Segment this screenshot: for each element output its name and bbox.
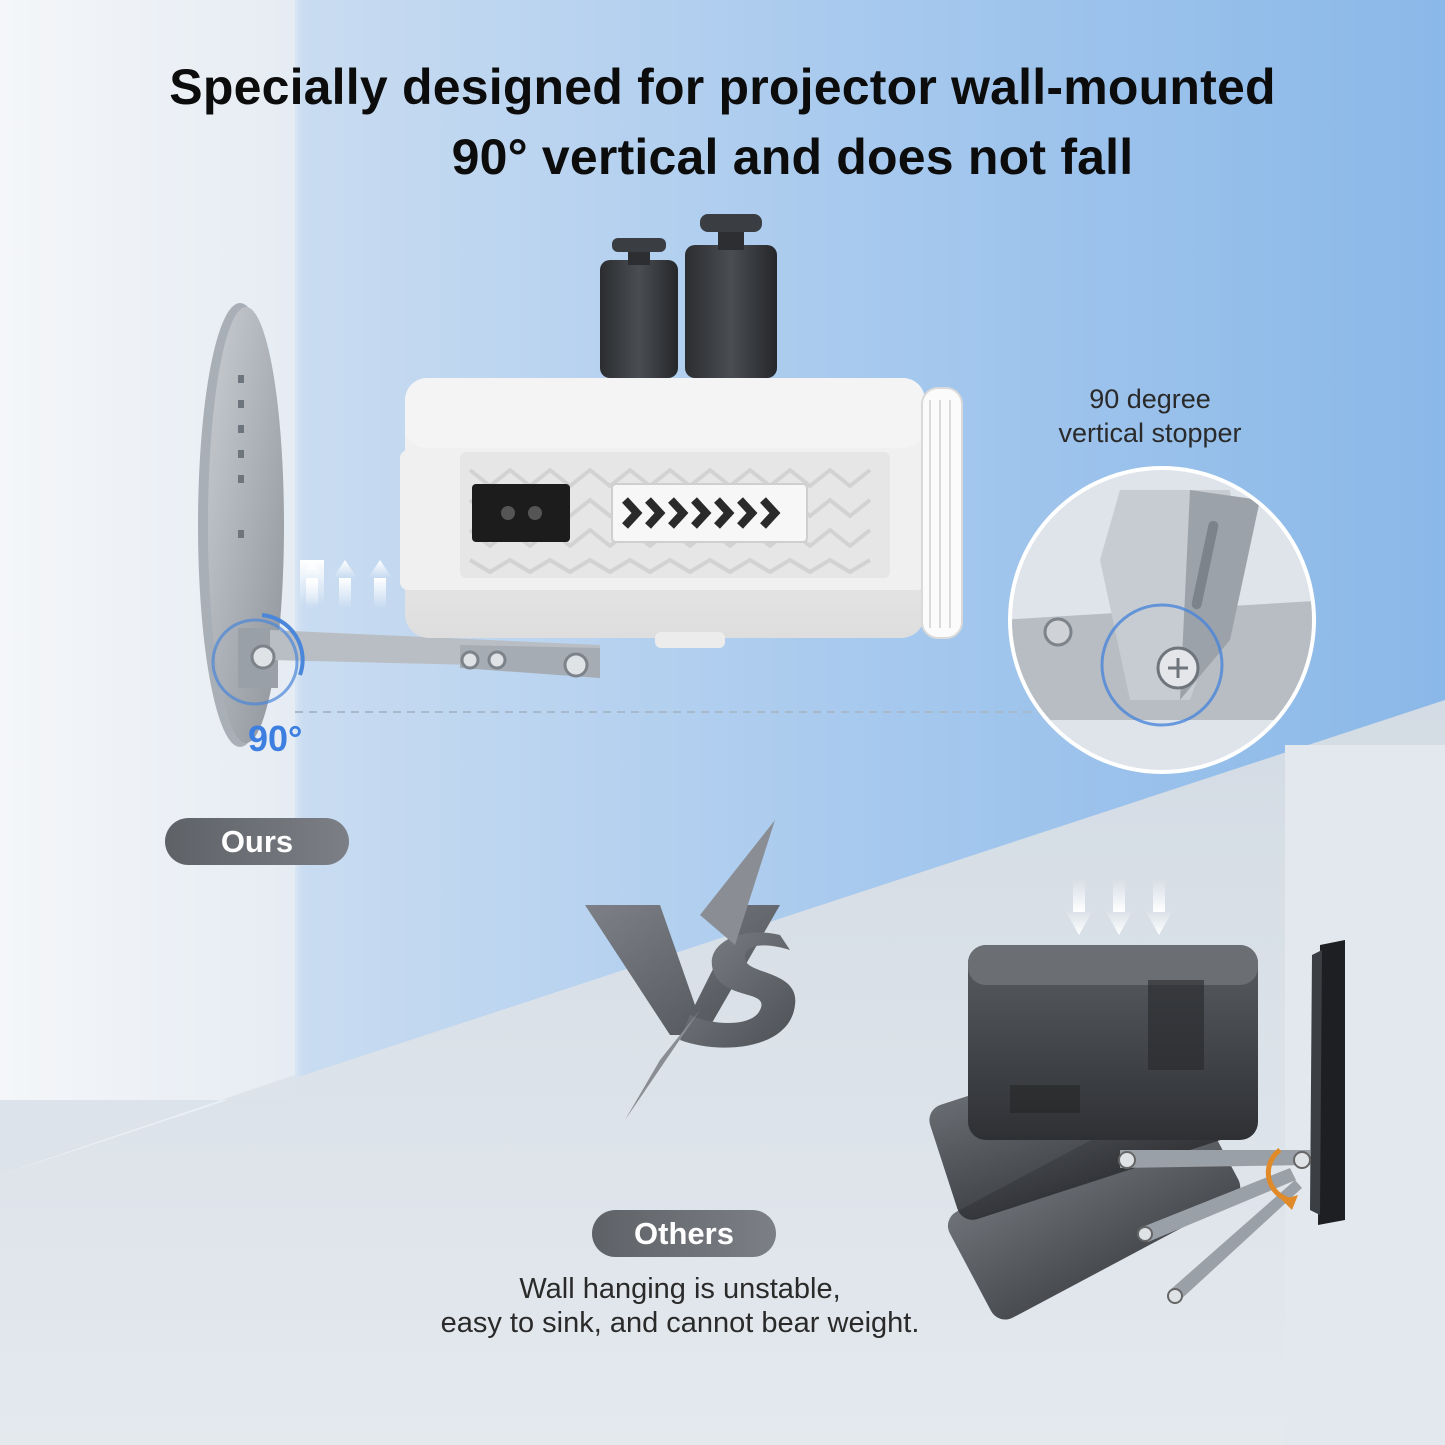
dark-projector-top: [968, 945, 1258, 1140]
wall-plate-others: [1310, 940, 1345, 1225]
headline-line-2: 90° vertical and does not fall: [451, 129, 1134, 185]
others-description-line-1: Wall hanging is unstable,: [519, 1273, 841, 1305]
mount-arm-ours: [211, 613, 1060, 713]
down-arrows-icon: [1065, 880, 1173, 935]
others-description: Wall hanging is unstable, easy to sink, …: [380, 1272, 980, 1340]
others-badge: Others: [592, 1210, 776, 1257]
stopper-caption: 90 degree vertical stopper: [1030, 382, 1270, 450]
others-description-line-2: easy to sink, and cannot bear weight.: [440, 1307, 920, 1339]
wall-right: [1285, 745, 1445, 1445]
mount-arm-others: [1118, 1147, 1311, 1304]
stopper-caption-line-1: 90 degree: [1089, 384, 1211, 414]
angle-label: 90°: [248, 718, 303, 759]
versus-icon: [585, 820, 796, 1120]
ours-badge: Ours: [165, 818, 349, 865]
up-arrows-icon: [300, 560, 392, 608]
stopper-caption-line-2: vertical stopper: [1058, 418, 1242, 448]
weights-icon: [600, 214, 777, 378]
stopper-detail-zoom: [1008, 466, 1316, 774]
headline-line-1: Specially designed for projector wall-mo…: [169, 59, 1276, 115]
white-projector: [400, 378, 963, 648]
